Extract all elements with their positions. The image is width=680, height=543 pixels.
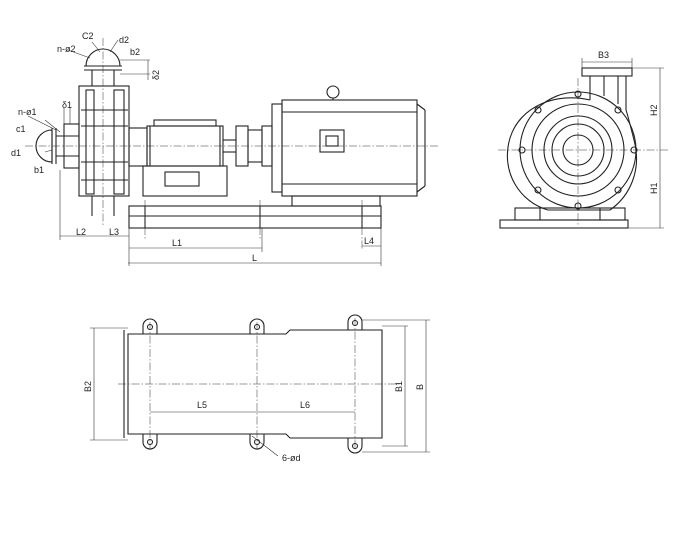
label-l5: L5 xyxy=(197,400,207,410)
label-b3: B3 xyxy=(598,50,609,60)
suction-flange xyxy=(35,123,80,169)
label-b2-plan: B2 xyxy=(83,381,93,392)
label-l1: L1 xyxy=(172,238,182,248)
label-n-phi1: n-ø1 xyxy=(18,107,37,117)
label-l6: L6 xyxy=(300,400,310,410)
label-delta1: δ1 xyxy=(62,100,72,110)
label-b1-plan: B1 xyxy=(394,381,404,392)
label-holes: 6-ød xyxy=(282,453,301,463)
side-dimensions xyxy=(27,39,382,266)
label-b1: b1 xyxy=(34,165,44,175)
label-b-plan: B xyxy=(415,384,425,390)
label-l2: L2 xyxy=(76,227,86,237)
label-l4: L4 xyxy=(364,236,374,246)
end-view: B3 H2 H1 xyxy=(498,50,668,229)
pump-casing xyxy=(78,85,130,216)
label-h2: H2 xyxy=(649,104,659,116)
base-frame xyxy=(128,200,382,250)
label-b2: b2 xyxy=(130,47,140,57)
bearing-frame xyxy=(128,119,236,197)
label-l: L xyxy=(252,253,257,263)
label-d1: d1 xyxy=(11,148,21,158)
side-view: C2 d2 n-ø2 b2 δ2 n-ø1 δ1 c1 d1 b1 L2 L3 … xyxy=(11,31,440,266)
label-c2: C2 xyxy=(82,31,94,41)
label-d2: d2 xyxy=(119,35,129,45)
label-c1: c1 xyxy=(16,124,26,134)
plan-view: L5 L6 B2 B1 B 6-ød xyxy=(83,314,430,463)
label-delta2: δ2 xyxy=(151,70,161,80)
discharge-flange xyxy=(84,38,122,225)
anchor-lugs xyxy=(142,314,363,454)
label-h1: H1 xyxy=(649,182,659,194)
motor xyxy=(271,85,426,207)
label-n-phi2: n-ø2 xyxy=(57,44,76,54)
label-l3: L3 xyxy=(109,227,119,237)
